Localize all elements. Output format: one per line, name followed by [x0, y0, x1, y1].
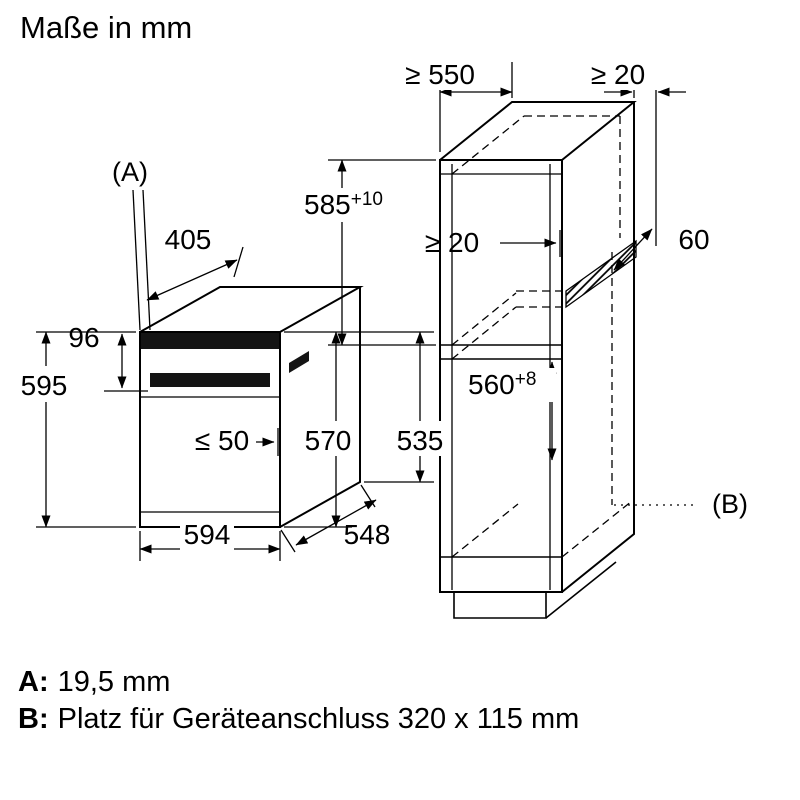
dim-vent-gap: ≥ 20: [425, 227, 479, 258]
dim-wall-gap: ≥ 20: [591, 59, 645, 90]
legend-a-key: A:: [18, 666, 49, 698]
legend-row-b: B:Platz für Geräteanschluss 320 x 115 mm: [18, 701, 579, 738]
dim-niche-depth: ≥ 550: [405, 59, 475, 90]
dimension-labels: (A) 405 96 595 ≤ 50 570 535 594 548 ≥ 55…: [21, 59, 748, 550]
vent-cutout-hatch: [565, 239, 637, 309]
oven-control-panel: [141, 333, 279, 349]
label-b-marker: (B): [712, 489, 748, 519]
dim-oven-width: 594: [184, 519, 231, 550]
dim-body-height: 535: [397, 425, 444, 456]
page-title: Maße in mm: [20, 10, 193, 45]
oven-door-handle: [150, 373, 270, 387]
oven-side-vent: [289, 351, 309, 373]
dim-niche-width: 560+8: [468, 369, 536, 400]
label-a-marker: (A): [112, 157, 148, 187]
cabinet-plinth: [453, 592, 547, 619]
dim-handle-depth: ≤ 50: [195, 425, 249, 456]
dim-niche-height: 585+10: [304, 189, 383, 220]
legend-row-a: A:19,5 mm: [18, 664, 579, 701]
legend: A:19,5 mm B:Platz für Geräteanschluss 32…: [18, 664, 579, 738]
legend-b-key: B:: [18, 703, 49, 735]
dim-oven-height: 595: [21, 370, 68, 401]
legend-a-value: 19,5 mm: [57, 666, 171, 698]
dim-oven-top-depth: 405: [165, 224, 212, 255]
label-backgrounds: [14, 56, 658, 551]
oven-drawing: [139, 286, 364, 528]
cabinet-drawing: [439, 101, 637, 619]
dim-oven-depth: 548: [344, 519, 391, 550]
dim-vent-depth: 60: [678, 224, 709, 255]
dim-door-height: 570: [305, 425, 352, 456]
cabinet-interior-hidden-lines: [451, 115, 633, 558]
connection-space-lines: [611, 252, 694, 506]
dim-panel-height: 96: [68, 322, 99, 353]
legend-b-value: Platz für Geräteanschluss 320 x 115 mm: [57, 703, 580, 735]
